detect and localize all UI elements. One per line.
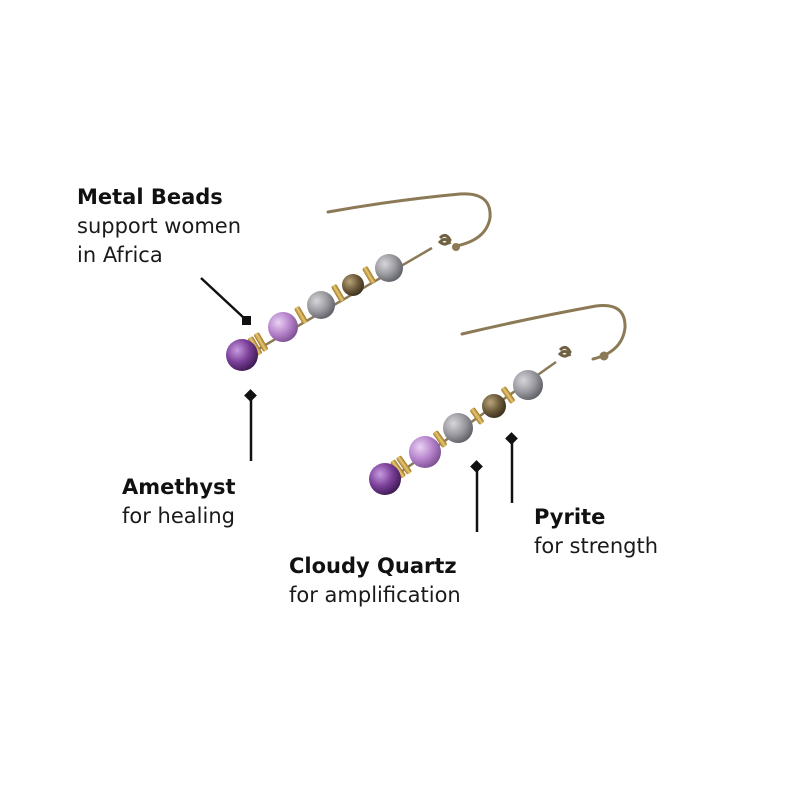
left-gold-spacer	[254, 332, 268, 352]
right-gold-spacer	[501, 386, 515, 404]
amethyst-desc: for healing	[122, 504, 235, 528]
left-ear-hook	[326, 192, 492, 248]
pyrite-callout: Pyrite for strength	[534, 503, 658, 561]
left-coil	[437, 233, 452, 246]
pyrite-title: Pyrite	[534, 505, 606, 529]
metal-beads-title: Metal Beads	[77, 185, 223, 209]
left-gold-spacer	[294, 306, 308, 324]
right-gold-spacer	[433, 430, 447, 448]
pyrite-desc: for strength	[534, 534, 659, 558]
right-gold-spacer	[470, 407, 484, 425]
right-pink-amethyst-bead	[409, 436, 441, 468]
left-gold-spacer	[331, 284, 345, 302]
metal-beads-desc-line1: support women	[77, 214, 242, 238]
cloudy-quartz-title: Cloudy Quartz	[289, 554, 457, 578]
left-quartz-bead-top	[375, 254, 403, 282]
right-ear-hook	[460, 303, 627, 361]
right-pyrite-bead	[482, 394, 506, 418]
pointer-diamond-marker	[505, 432, 518, 445]
pointer-square-marker	[242, 316, 251, 325]
metal-beads-desc-line2: in Africa	[77, 243, 163, 267]
left-gold-spacer	[362, 266, 376, 284]
pyrite-pointer	[505, 432, 518, 503]
cloudy-quartz-callout: Cloudy Quartz for amplification	[289, 552, 461, 610]
right-coil	[557, 345, 572, 358]
cloudy-quartz-pointer	[470, 460, 483, 532]
right-quartz-bead-top	[513, 370, 543, 400]
right-amethyst-bead	[369, 463, 401, 495]
right-gold-spacer	[390, 459, 406, 479]
left-pink-amethyst-bead	[268, 312, 298, 342]
amethyst-pointer	[244, 389, 257, 461]
metal-beads-pointer	[200, 277, 251, 325]
left-hook-ball	[452, 243, 460, 251]
cloudy-quartz-desc: for amplification	[289, 583, 461, 607]
right-earring	[369, 303, 627, 495]
left-pyrite-bead	[342, 274, 364, 296]
left-amethyst-bead	[226, 339, 258, 371]
right-quartz-bead	[443, 413, 473, 443]
pointer-diamond-marker	[470, 460, 483, 473]
left-earring	[226, 192, 492, 371]
pointer-diamond-marker	[244, 389, 257, 402]
right-hook-ball	[599, 351, 609, 361]
amethyst-callout: Amethyst for healing	[122, 473, 236, 531]
amethyst-title: Amethyst	[122, 475, 236, 499]
metal-beads-callout: Metal Beads support women in Africa	[77, 183, 241, 270]
right-gold-spacer	[396, 455, 412, 475]
left-quartz-bead	[307, 291, 335, 319]
